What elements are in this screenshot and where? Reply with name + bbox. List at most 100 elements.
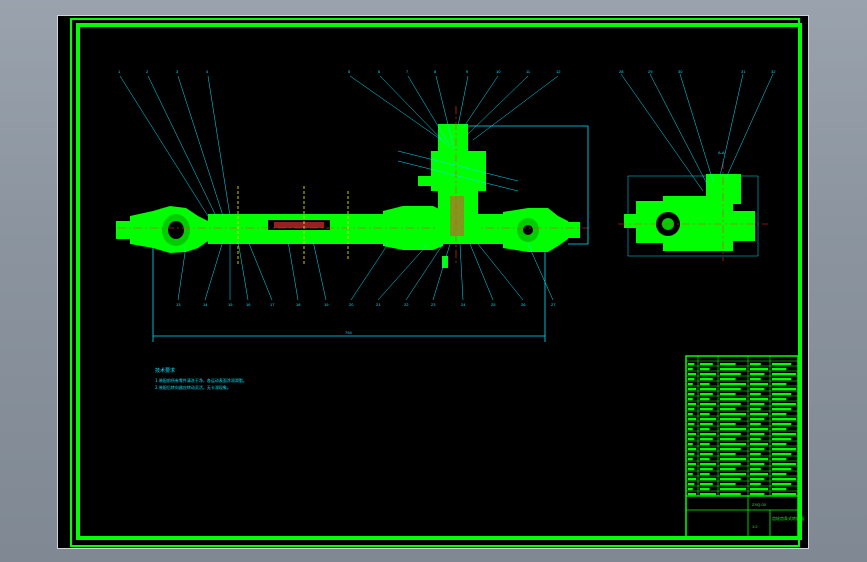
parts-list-entry [720,403,741,406]
reference-box [468,125,589,245]
parts-list-entry [720,368,746,371]
parts-list-entry [700,383,710,386]
parts-list-entry [700,468,713,471]
parts-list-entry [720,478,741,481]
parts-list-entry [700,438,713,441]
parts-list-entry [750,373,765,376]
parts-list-entry [700,448,716,451]
parts-list-entry [772,378,792,381]
callout-top-3: 3 [176,69,179,74]
parts-list-entry [750,408,761,411]
callout-bottom-19: 19 [324,302,329,307]
outer-border [70,18,800,547]
callout-section-29: 29 [648,69,653,74]
inner-border [76,23,802,540]
callout-top-4: 4 [206,69,209,74]
parts-list-entry [720,463,741,466]
rack-housing [116,186,593,266]
parts-list-entry [700,408,713,411]
parts-list-entry [750,393,761,396]
parts-list-entry [750,413,768,416]
parts-list-entry [772,438,792,441]
parts-list-entry [688,393,695,396]
parts-list-entry [720,448,741,451]
parts-list-entry [720,363,736,366]
drawing-scale: 1:2 [752,524,758,529]
callout-bottom-27: 27 [551,302,556,307]
parts-list-entry [720,488,746,491]
callout-bottom-21: 21 [376,302,381,307]
parts-list-entry [688,483,695,486]
overall-dimension [152,244,546,342]
callout-top-6: 6 [378,69,381,74]
callout-section-32: 32 [771,69,776,74]
parts-list-entry [688,383,693,386]
parts-list-entry [720,408,736,411]
cad-viewport[interactable]: 794 [57,15,809,549]
parts-list-entry [720,388,741,391]
parts-list-entry [688,403,696,406]
parts-list-entry [688,453,695,456]
callout-top-1: 1 [118,69,121,74]
parts-list-entry [720,433,741,436]
callout-top-5: 5 [348,69,351,74]
top-leaders [119,75,559,217]
parts-list-entry [700,388,716,391]
parts-list-entry [688,468,695,471]
callout-bottom-25: 25 [491,302,496,307]
parts-list-entry [750,443,768,446]
parts-list-entry [688,488,693,491]
parts-list-entry [688,438,695,441]
parts-list-entry [720,438,736,441]
parts-list-entry [700,403,716,406]
parts-list-entry [720,393,736,396]
callout-bottom-15: 15 [228,302,233,307]
parts-list-entry [688,408,695,411]
bottom-leaders [177,240,554,301]
parts-list-entry [772,463,796,466]
parts-list-entry [720,473,746,476]
parts-list-entry [700,488,710,491]
parts-list-entry [772,383,787,386]
parts-list-entry [750,493,765,496]
notes-line-2: 2.装配后转向器应转动灵活，无卡滞现象。 [155,384,231,390]
parts-list-entry [720,453,736,456]
parts-list-entry [700,413,710,416]
parts-list-entry [750,423,761,426]
parts-list-entry [720,443,746,446]
parts-list-entry [750,418,765,421]
parts-list-entry [700,493,716,496]
notes-line-1: 1.装配前所有零件清洗干净，各运动表面涂润滑脂。 [155,377,247,383]
parts-list-entry [750,403,765,406]
parts-list-entry [750,428,768,431]
parts-list-entry [688,493,696,496]
parts-list-entry [700,373,716,376]
parts-list-entry [688,378,695,381]
parts-list-entry [720,418,741,421]
parts-list-entry [700,363,713,366]
parts-list-entry [700,443,710,446]
callout-section-28: 28 [619,69,624,74]
parts-list-entry [700,398,710,401]
parts-list-entry [750,378,761,381]
parts-list-entry [720,458,746,461]
parts-list-entry [688,413,693,416]
parts-list-entry [750,468,761,471]
callout-top-10: 10 [496,69,501,74]
parts-list-entry [700,478,716,481]
parts-list-entry [688,368,693,371]
callout-bottom-26: 26 [521,302,526,307]
parts-list-entry [720,423,736,426]
parts-list-entry [750,453,761,456]
parts-list-entry [772,433,796,436]
parts-list-entry [772,408,792,411]
callout-top-2: 2 [146,69,149,74]
section-view [618,161,768,261]
parts-list-entry [772,363,792,366]
parts-list-entry [750,388,765,391]
parts-list-entry [750,478,765,481]
parts-list-entry [772,458,787,461]
callout-bottom-20: 20 [349,302,354,307]
